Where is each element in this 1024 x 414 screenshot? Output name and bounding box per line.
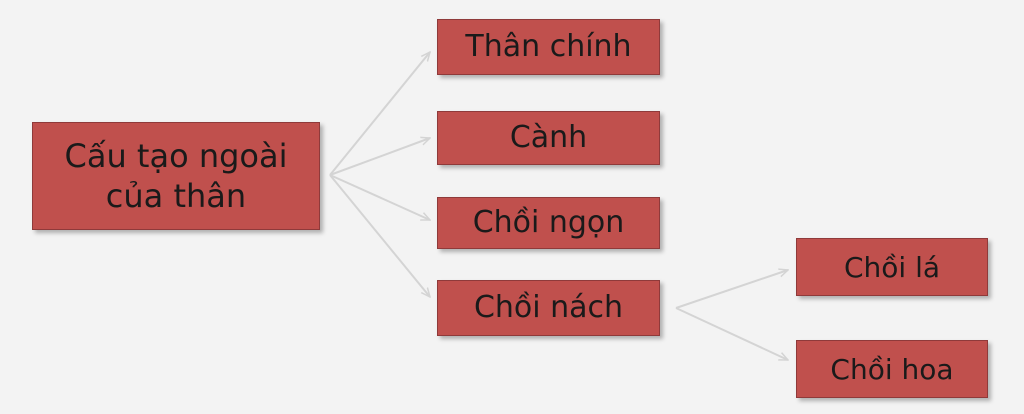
sub-branch-node-choi-hoa: Chồi hoa — [796, 340, 988, 398]
connector-root-to-choi-nach — [329, 174, 430, 297]
connector-choi-nach-to-choi-hoa — [675, 307, 788, 361]
sub-branch-node-choi-la: Chồi lá — [796, 238, 988, 296]
branch-node-choi-nach: Chồi nách — [437, 280, 660, 336]
branch-node-than-chinh: Thân chính — [437, 19, 660, 75]
connector-choi-nach-to-choi-la — [675, 270, 788, 309]
branch-node-canh: Cành — [437, 111, 660, 165]
connector-root-to-than-chinh — [329, 52, 430, 176]
root-node: Cấu tạo ngoài của thân — [32, 122, 320, 230]
branch-node-choi-ngon: Chồi ngọn — [437, 197, 660, 249]
connector-root-to-choi-ngon — [329, 174, 430, 221]
connector-root-to-canh — [329, 138, 430, 176]
